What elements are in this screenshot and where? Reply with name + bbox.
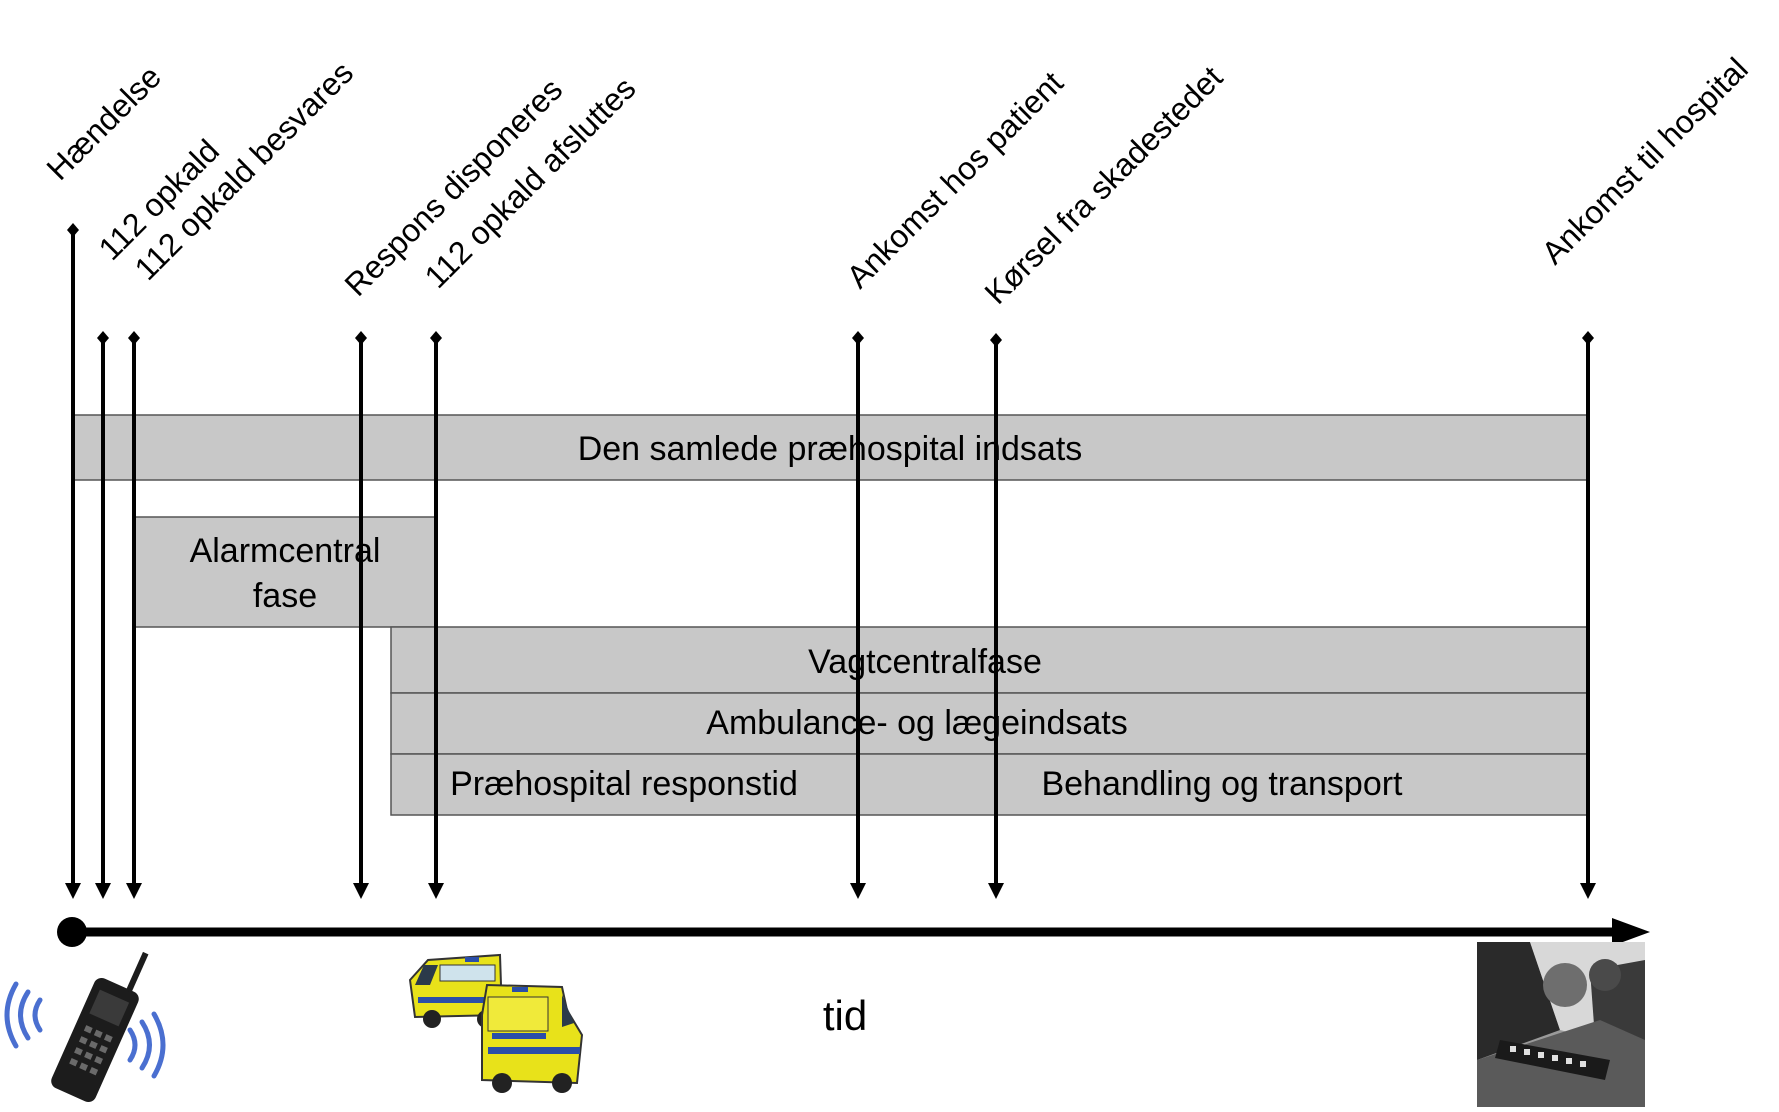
event-arrowhead (126, 883, 142, 899)
phase-ambulance-label: Ambulance- og lægeindsats (706, 704, 1127, 742)
phase-responstid: Præhospital responstid (390, 753, 858, 816)
phase-behandling-label: Behandling og transport (1041, 765, 1403, 803)
event-arrowhead (1580, 883, 1596, 899)
time-axis: tid (57, 917, 1650, 1039)
event-label: Hændelse (39, 58, 168, 187)
phase-ambulance: Ambulance- og lægeindsats (390, 692, 1589, 755)
event-start-diamond (355, 331, 367, 345)
event-start-diamond (97, 331, 109, 345)
phase-behandling: Behandling og transport (856, 753, 1589, 816)
event-arrowhead (428, 883, 444, 899)
event-start-diamond (852, 331, 864, 345)
phase-total-label: Den samlede præhospital indsats (578, 430, 1083, 468)
ambulance-icon (408, 953, 584, 1093)
mobile-phone-icon (4, 951, 166, 1103)
phase-vagtcentral: Vagtcentralfase (390, 626, 1589, 694)
phase-total: Den samlede præhospital indsats (72, 414, 1589, 481)
phase-responstid-label: Præhospital responstid (450, 765, 798, 803)
event-start-diamond (67, 223, 79, 237)
event-arrowhead (65, 883, 81, 899)
event-start-diamond (430, 331, 442, 345)
phase-vagtcentral-label: Vagtcentralfase (808, 643, 1042, 681)
phase-bars: Den samlede præhospital indsats Alarmcen… (72, 414, 1589, 816)
event-start-diamond (1582, 331, 1594, 345)
event-start-diamond (990, 333, 1002, 347)
hospital-building-icon (1477, 942, 1645, 1107)
event-arrowhead (988, 883, 1004, 899)
axis-label: tid (823, 992, 867, 1039)
event-arrowhead (353, 883, 369, 899)
event-label: Ankomst til hospital (1534, 51, 1754, 271)
event-arrowhead (850, 883, 866, 899)
event-arrowhead (95, 883, 111, 899)
event-start-diamond (128, 331, 140, 345)
axis-arrowhead (1612, 918, 1650, 946)
axis-origin-dot (57, 917, 87, 947)
